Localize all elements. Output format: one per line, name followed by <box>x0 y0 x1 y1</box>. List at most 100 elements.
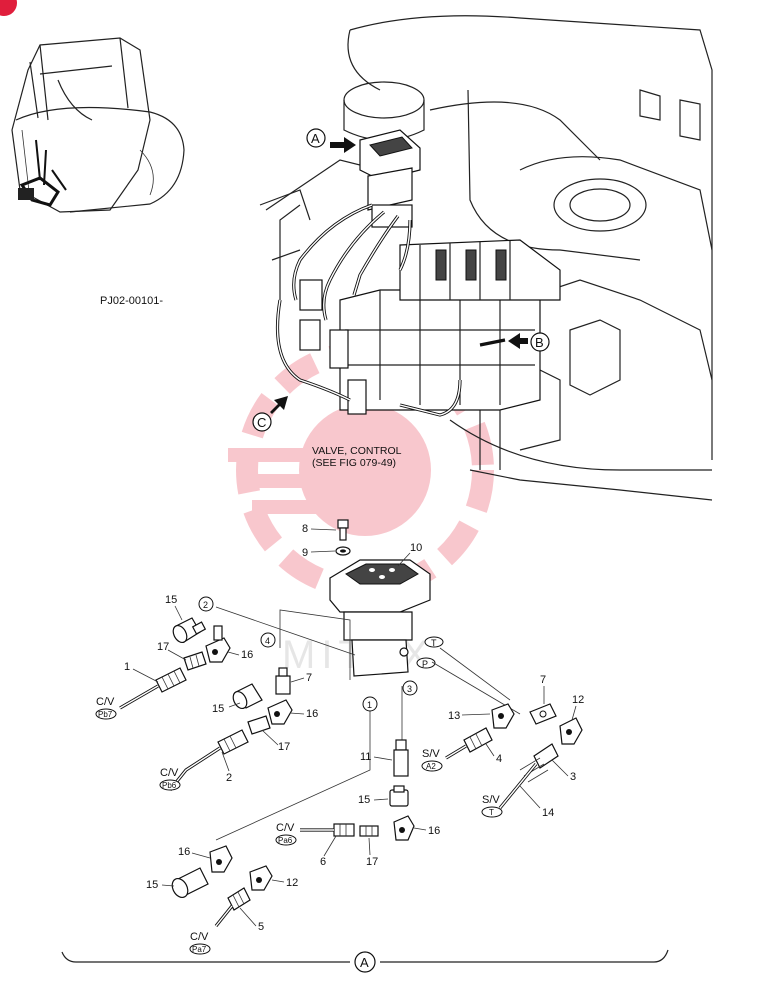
svg-text:A: A <box>311 131 320 146</box>
svg-text:S/V: S/V <box>482 794 500 806</box>
hose-3-14 <box>498 743 559 810</box>
svg-text:2: 2 <box>203 600 208 610</box>
conn-cv-pb6: C/V Pb6 <box>159 767 181 791</box>
conn-cv-pb7: C/V Pb7 <box>95 696 117 720</box>
callout-17a: 17 <box>157 641 169 653</box>
nipple-7a <box>275 667 291 695</box>
pilot-valve-top <box>359 129 421 228</box>
callout-6: 6 <box>320 856 326 868</box>
adapter-17a <box>183 651 207 671</box>
callout-12a: 12 <box>572 694 584 706</box>
control-valve-assembly <box>299 239 561 415</box>
callout-4: 4 <box>496 753 502 765</box>
svg-text:4: 4 <box>265 636 270 646</box>
conn-sv-a2: S/V A2 <box>421 748 443 772</box>
elbow-16a <box>205 625 231 663</box>
cap-15a <box>172 617 207 644</box>
port-p-marker: P <box>416 657 436 669</box>
circled-3: 3 <box>402 680 418 696</box>
callout-2: 2 <box>226 772 232 784</box>
callout-5: 5 <box>258 921 264 933</box>
callout-14: 14 <box>542 807 554 819</box>
callout-10: 10 <box>410 542 422 554</box>
conn-cv-pa7: C/V Pa7 <box>189 931 211 955</box>
elbow-12b <box>249 865 273 891</box>
elbow-16d <box>209 845 233 873</box>
callout-15b: 15 <box>212 703 224 715</box>
circled-2: 2 <box>198 596 214 612</box>
callout-15c: 15 <box>358 794 370 806</box>
callout-12b: 12 <box>286 877 298 889</box>
cap-15d <box>171 867 209 899</box>
svg-text:Pb7: Pb7 <box>98 710 113 719</box>
hose-5 <box>214 887 251 927</box>
circled-4: 4 <box>260 632 276 648</box>
hose-2 <box>168 729 249 791</box>
elbow-13 <box>491 703 515 729</box>
excavator-inset: PJ02-00101- <box>11 37 185 307</box>
svg-text:A2: A2 <box>426 762 436 771</box>
callout-3: 3 <box>570 771 576 783</box>
leader-lines <box>215 606 521 841</box>
svg-text:C: C <box>257 415 266 430</box>
callout-15d: 15 <box>146 879 158 891</box>
view-a-marker: A <box>306 128 356 153</box>
svg-text:Pb6: Pb6 <box>162 781 177 790</box>
valve-note-line2: (SEE FIG 079-49) <box>312 457 396 469</box>
callout-9: 9 <box>302 547 308 559</box>
callout-7a: 7 <box>306 672 312 684</box>
adapter-17c <box>359 825 379 837</box>
adapter-17b <box>247 715 271 735</box>
circled-1: 1 <box>362 696 378 712</box>
view-c-marker: C <box>252 396 288 432</box>
svg-text:T: T <box>489 808 494 817</box>
elbow-12a <box>559 717 583 745</box>
svg-text:A: A <box>360 955 369 970</box>
washer-9 <box>335 546 351 556</box>
callout-8: 8 <box>302 523 308 535</box>
svg-text:C/V: C/V <box>160 767 179 779</box>
figure-code: PJ02-00101- <box>100 295 163 307</box>
machine-frame <box>259 15 713 501</box>
cap-15c <box>389 785 409 807</box>
svg-text:C/V: C/V <box>190 931 209 943</box>
elbow-16c <box>393 815 415 841</box>
callout-16a: 16 <box>241 649 253 661</box>
callout-16c: 16 <box>428 825 440 837</box>
cap-15b <box>232 683 263 710</box>
svg-text:Pa7: Pa7 <box>192 945 207 954</box>
callout-17b: 17 <box>278 741 290 753</box>
hose-1 <box>119 667 187 710</box>
svg-text:3: 3 <box>407 684 412 694</box>
svg-text:P: P <box>422 659 428 669</box>
bolt-8 <box>337 519 349 541</box>
pilot-valve-10 <box>329 559 431 677</box>
callout-17c: 17 <box>366 856 378 868</box>
view-b-marker: B <box>508 332 550 352</box>
callout-15a: 15 <box>165 594 177 606</box>
pilot-hoses <box>275 203 506 417</box>
svg-text:T: T <box>431 638 437 648</box>
svg-text:C/V: C/V <box>276 822 295 834</box>
conn-sv-t: S/V T <box>481 794 503 818</box>
view-a-bracket: A <box>61 949 669 973</box>
callout-16d: 16 <box>178 846 190 858</box>
callout-13: 13 <box>448 710 460 722</box>
corner-badge <box>0 0 17 16</box>
callout-1: 1 <box>124 661 130 673</box>
callout-11: 11 <box>360 751 371 763</box>
hose-4 <box>445 727 493 760</box>
svg-text:C/V: C/V <box>96 696 115 708</box>
spacer-11 <box>393 739 409 777</box>
conn-cv-pa6: C/V Pa6 <box>275 822 297 846</box>
svg-text:S/V: S/V <box>422 748 440 760</box>
svg-text:Pa6: Pa6 <box>278 836 293 845</box>
elbow-16b <box>267 699 293 725</box>
callout-7b: 7 <box>540 674 546 686</box>
hose-6 <box>300 823 355 837</box>
nipple-7b <box>529 703 557 725</box>
svg-text:1: 1 <box>367 700 372 710</box>
port-t-marker: T <box>424 636 444 648</box>
svg-text:B: B <box>535 335 544 350</box>
callout-16b: 16 <box>306 708 318 720</box>
